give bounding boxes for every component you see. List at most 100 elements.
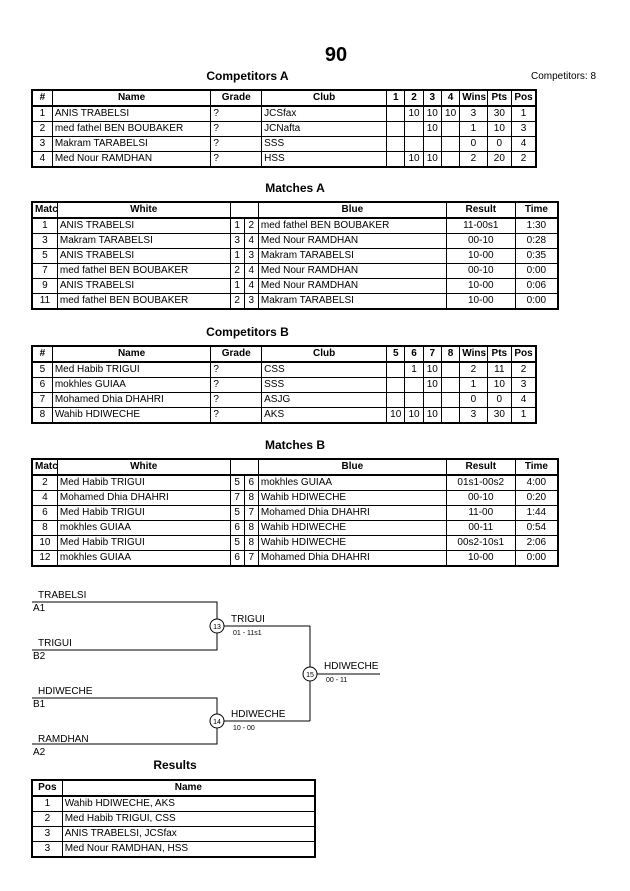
sf2-top-name: HDIWECHE (38, 686, 93, 697)
table-cell: Med Habib TRIGUI (56, 505, 231, 521)
col-header: Blue (257, 201, 447, 219)
table-cell: 6 (229, 550, 245, 567)
table-cell: ANIS TRABELSI, JCSfax (61, 826, 316, 842)
col-header: Grade (210, 89, 263, 107)
col-header: 4 (440, 89, 461, 107)
sf1-winner: TRIGUI (231, 614, 265, 625)
table-cell: 0:06 (514, 278, 559, 294)
table-cell: 1:44 (514, 505, 559, 521)
table-cell: 6 (243, 474, 259, 491)
col-header: Pos (31, 779, 63, 797)
table-cell: 4 (243, 263, 259, 279)
table-cell: 10 (404, 407, 424, 424)
competitors-a-heading: Competitors A (206, 69, 289, 83)
table-cell: AKS (261, 407, 388, 424)
col-header-spacer (229, 201, 259, 219)
table-cell: Mohamed Dhia DHAHRI (51, 392, 212, 408)
table-cell: 30 (486, 105, 513, 122)
col-header: Pts (486, 345, 513, 363)
table-cell: 2 (511, 361, 537, 378)
table-cell: 10 (422, 151, 442, 168)
table-cell: 3 (243, 248, 259, 264)
table-cell: 4 (511, 392, 537, 408)
sf2-bottom-seed: A2 (33, 747, 46, 758)
table-cell: 10 (31, 535, 58, 551)
table-cell: 4 (31, 151, 53, 168)
table-cell: Med Nour RAMDHAN (257, 233, 447, 249)
table-cell: 00-11 (445, 520, 516, 536)
table-cell: 1 (229, 217, 245, 234)
table-cell: 10-00 (445, 278, 516, 294)
col-header: 2 (404, 89, 424, 107)
table-cell: 1 (459, 121, 488, 137)
table-cell: ? (210, 136, 263, 152)
table-cell: 10 (486, 121, 513, 137)
table-cell: 10 (422, 377, 442, 393)
table-cell (440, 377, 461, 393)
table-cell: 2 (229, 263, 245, 279)
table-cell: Med Habib TRIGUI, CSS (61, 811, 316, 827)
table-cell: 1 (511, 105, 537, 122)
table-cell: Makram TARABELSI (257, 293, 447, 310)
table-cell: 1 (459, 377, 488, 393)
table-cell: 0:54 (514, 520, 559, 536)
table-cell: ANIS TRABELSI (56, 248, 231, 264)
col-header: 5 (386, 345, 406, 363)
table-cell: 2 (229, 293, 245, 310)
table-cell: 1 (511, 407, 537, 424)
table-cell: 1 (229, 278, 245, 294)
table-cell (440, 392, 461, 408)
col-header: Name (61, 779, 316, 797)
table-cell: Med Nour RAMDHAN, HSS (61, 841, 316, 858)
table-cell (422, 136, 442, 152)
table-cell: 0:00 (514, 263, 559, 279)
table-cell: 6 (31, 505, 58, 521)
col-header: Club (261, 345, 388, 363)
table-cell: 00-10 (445, 263, 516, 279)
table-cell: 5 (31, 248, 58, 264)
col-header: # (31, 89, 53, 107)
table-cell (404, 136, 424, 152)
table-cell: 10 (422, 105, 442, 122)
competitors-count: Competitors: 8 (531, 71, 597, 82)
table-cell: 11-00s1 (445, 217, 516, 234)
table-cell: Makram TARABELSI (257, 248, 447, 264)
table-cell: 5 (229, 535, 245, 551)
table-cell: ? (210, 151, 263, 168)
table-cell: med fathel BEN BOUBAKER (56, 263, 231, 279)
table-cell: 0:28 (514, 233, 559, 249)
table-cell (386, 136, 406, 152)
table-cell: 10 (404, 105, 424, 122)
table-cell: 10 (386, 407, 406, 424)
table-cell: 8 (243, 535, 259, 551)
table-cell: 7 (229, 490, 245, 506)
sf2-top-seed: B1 (33, 699, 46, 710)
table-cell: 2 (511, 151, 537, 168)
sf1-score: 01 - 11s1 (233, 630, 262, 637)
table-cell: 1:30 (514, 217, 559, 234)
col-header: Time (514, 458, 559, 476)
table-cell: 10 (404, 151, 424, 168)
table-cell: 6 (31, 377, 53, 393)
table-cell: 0:35 (514, 248, 559, 264)
final-winner: HDIWECHE (324, 661, 379, 672)
table-cell (440, 151, 461, 168)
table-cell: 00-10 (445, 233, 516, 249)
col-header: Time (514, 201, 559, 219)
sf1-match-circle (209, 618, 225, 634)
table-cell: 8 (243, 490, 259, 506)
